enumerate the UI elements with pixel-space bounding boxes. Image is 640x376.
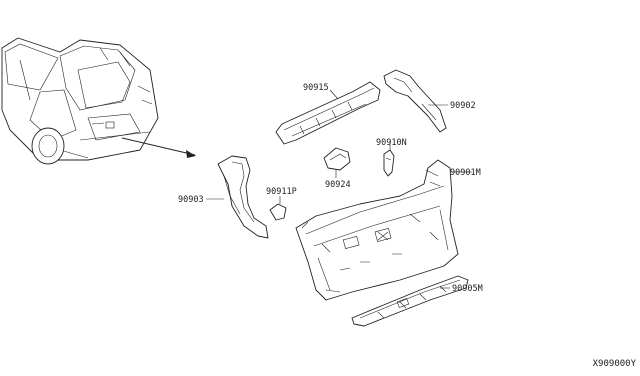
callout-90905m: 90905M: [452, 284, 483, 294]
vehicle-illustration: [1, 37, 159, 165]
callout-90924: 90924: [325, 180, 351, 190]
direction-arrow: [121, 137, 196, 158]
part-90911p-clip: 90911P: [266, 187, 297, 221]
part-90905m-lower-finisher: 90905M: [351, 275, 483, 327]
reference-code: X909000Y: [593, 359, 637, 369]
part-90915-finisher: 90915: [275, 81, 381, 145]
part-90903-side-trim: 90903: [178, 155, 269, 239]
callout-90902: 90902: [450, 101, 476, 111]
callout-90903: 90903: [178, 195, 204, 205]
part-90901m-door-trim: 90901M: [295, 159, 481, 301]
callout-90910n: 90910N: [376, 138, 407, 148]
callout-90915: 90915: [303, 83, 329, 93]
callout-90901m: 90901M: [450, 168, 481, 178]
part-90902-side-trim: 90902: [383, 69, 476, 133]
part-90924-bracket: 90924: [323, 147, 351, 190]
part-90910n-clip: 90910N: [376, 138, 407, 177]
callout-90911p: 90911P: [266, 187, 297, 197]
